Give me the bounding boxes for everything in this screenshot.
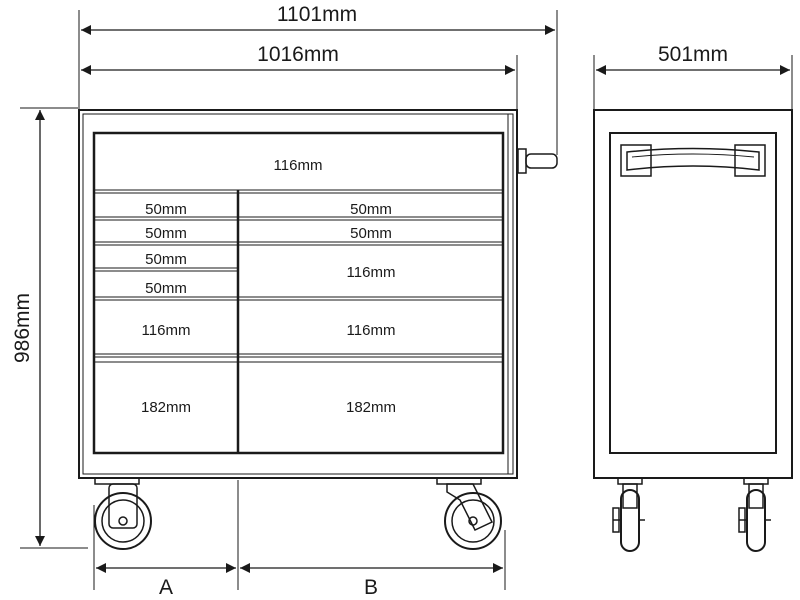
extension-lines <box>20 10 793 590</box>
drawer-bay <box>92 131 505 455</box>
side-panel <box>593 109 793 479</box>
dimension-height: 986mm <box>11 110 45 546</box>
side-handle <box>517 148 558 174</box>
dimension-caster-a: A <box>96 563 236 599</box>
side-view <box>593 109 793 552</box>
drawer-left-5-label: 116mm <box>142 322 191 339</box>
drawer-rails <box>94 189 503 363</box>
drawer-right-5-label: 182mm <box>346 399 396 416</box>
dimension-body-width: 1016mm <box>81 43 515 75</box>
dimension-caster-b: B <box>240 563 503 599</box>
drawer-left-1-label: 50mm <box>145 201 187 218</box>
caster-side-right <box>738 477 771 552</box>
drawer-right-1-label: 50mm <box>350 201 392 218</box>
overall-width-label: 1101mm <box>277 3 357 26</box>
drawer-left-3-label: 50mm <box>145 251 187 268</box>
side-inner-panel <box>609 132 777 454</box>
caster-a-label: A <box>159 576 173 599</box>
height-label: 986mm <box>11 293 34 363</box>
caster-front-right <box>436 477 502 550</box>
drawer-right-3-label: 116mm <box>347 264 396 281</box>
caster-b-label: B <box>364 576 378 599</box>
caster-front-left <box>94 477 152 550</box>
drawer-top-label: 116mm <box>274 157 323 174</box>
drawer-left-6-label: 182mm <box>141 399 191 416</box>
drawer-left-4-label: 50mm <box>145 280 187 297</box>
cabinet-frame <box>82 113 514 475</box>
depth-label: 501mm <box>658 43 728 66</box>
body-width-label: 1016mm <box>257 43 339 66</box>
caster-side-left <box>612 477 645 552</box>
front-view: 116mm 50mm 50mm 50mm 50mm 116mm 182mm 50… <box>78 109 558 550</box>
drawer-right-2-label: 50mm <box>350 225 392 242</box>
dimension-overall-width: 1101mm <box>81 3 555 35</box>
side-handle-grip <box>620 144 766 177</box>
drawer-right-4-label: 116mm <box>347 322 396 339</box>
drawer-left-2-label: 50mm <box>145 225 187 242</box>
cabinet-body <box>78 109 518 479</box>
dimension-depth: 501mm <box>596 43 790 75</box>
